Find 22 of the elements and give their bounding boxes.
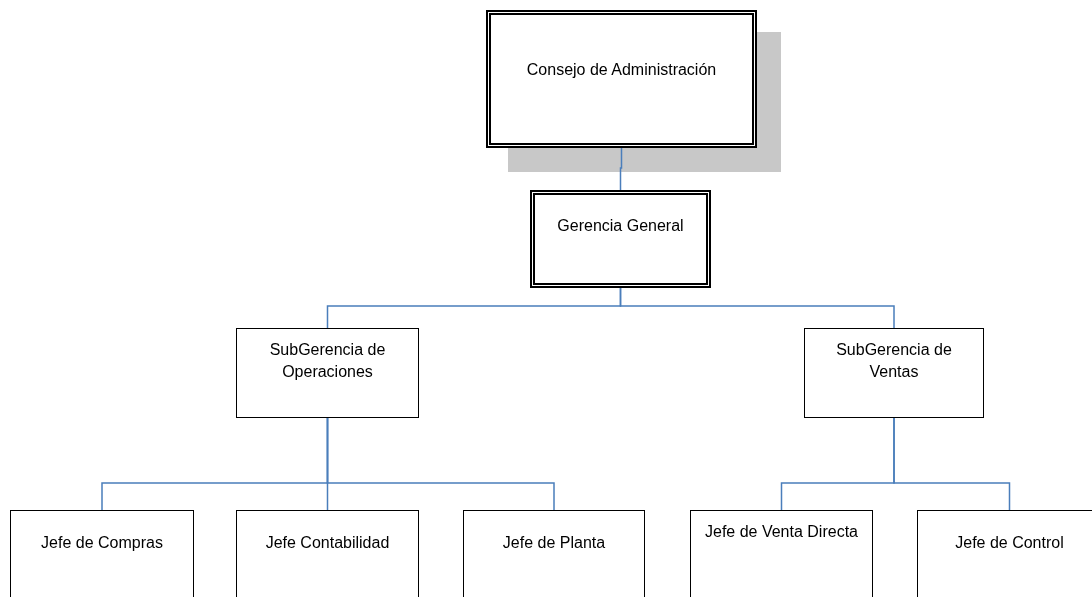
org-box [917,510,1092,597]
connector-line [619,147,623,191]
org-box [236,328,419,418]
position-title: Jefe de Venta Directa [704,522,859,542]
connector-line [326,417,555,511]
position-title: SubGerencia de Ventas [835,340,953,382]
org-box [10,510,194,597]
position-title: Consejo de Administración [525,60,718,80]
org-box [530,190,711,288]
org-box [236,510,419,597]
position-title: Jefe de Planta [501,533,607,553]
position-title: Gerencia General [556,216,685,236]
position-title: SubGerencia de Operaciones [268,340,387,382]
position-title: Jefe de Control [954,533,1065,553]
org-box [486,10,757,148]
position-title: Jefe de Compras [40,533,164,553]
org-box [804,328,984,418]
org-box [463,510,645,597]
connector-line [619,287,895,329]
connector-line [893,417,1011,511]
position-title: Jefe Contabilidad [264,533,391,553]
org-box [690,510,873,597]
